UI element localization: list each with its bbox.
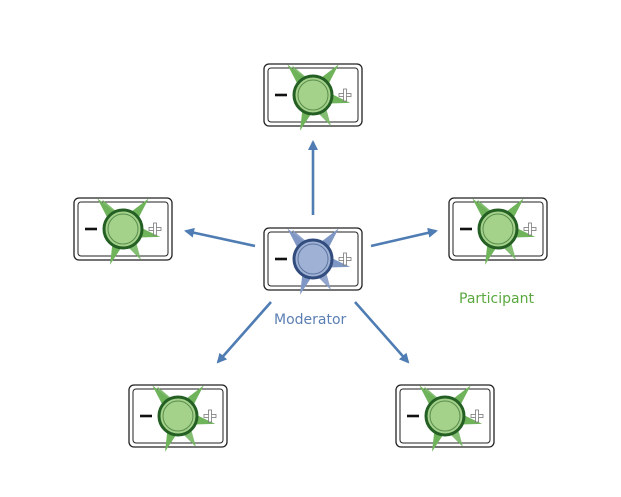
arrow-to-participant-bottom-left xyxy=(216,301,272,364)
knob-icon xyxy=(157,395,199,437)
minus-icon xyxy=(460,227,472,231)
participant-bottom-right-node xyxy=(395,384,495,452)
minus-icon xyxy=(275,257,287,261)
knob-icon xyxy=(102,208,144,250)
moderator-node xyxy=(263,227,363,295)
plus-icon xyxy=(203,409,217,423)
plus-icon xyxy=(338,88,352,102)
knob-icon xyxy=(477,208,519,250)
knob-icon xyxy=(292,74,334,116)
knob-icon xyxy=(424,395,466,437)
knob-icon xyxy=(292,238,334,280)
participant-label: Participant xyxy=(459,291,534,307)
edges xyxy=(184,140,438,364)
arrow-to-participant-left xyxy=(184,227,256,248)
arrow-to-participant-right xyxy=(370,227,438,248)
moderator-label: Moderator xyxy=(274,312,347,328)
minus-icon xyxy=(275,93,287,97)
minus-icon xyxy=(140,414,152,418)
nodes xyxy=(73,63,548,452)
plus-icon xyxy=(523,222,537,236)
minus-icon xyxy=(407,414,419,418)
plus-icon xyxy=(470,409,484,423)
plus-icon xyxy=(148,222,162,236)
plus-icon xyxy=(338,252,352,266)
minus-icon xyxy=(85,227,97,231)
participant-top-node xyxy=(263,63,363,131)
participant-left-node xyxy=(73,197,173,265)
participant-right-node xyxy=(448,197,548,265)
participant-bottom-left-node xyxy=(128,384,228,452)
arrow-to-participant-bottom-right xyxy=(354,301,410,364)
